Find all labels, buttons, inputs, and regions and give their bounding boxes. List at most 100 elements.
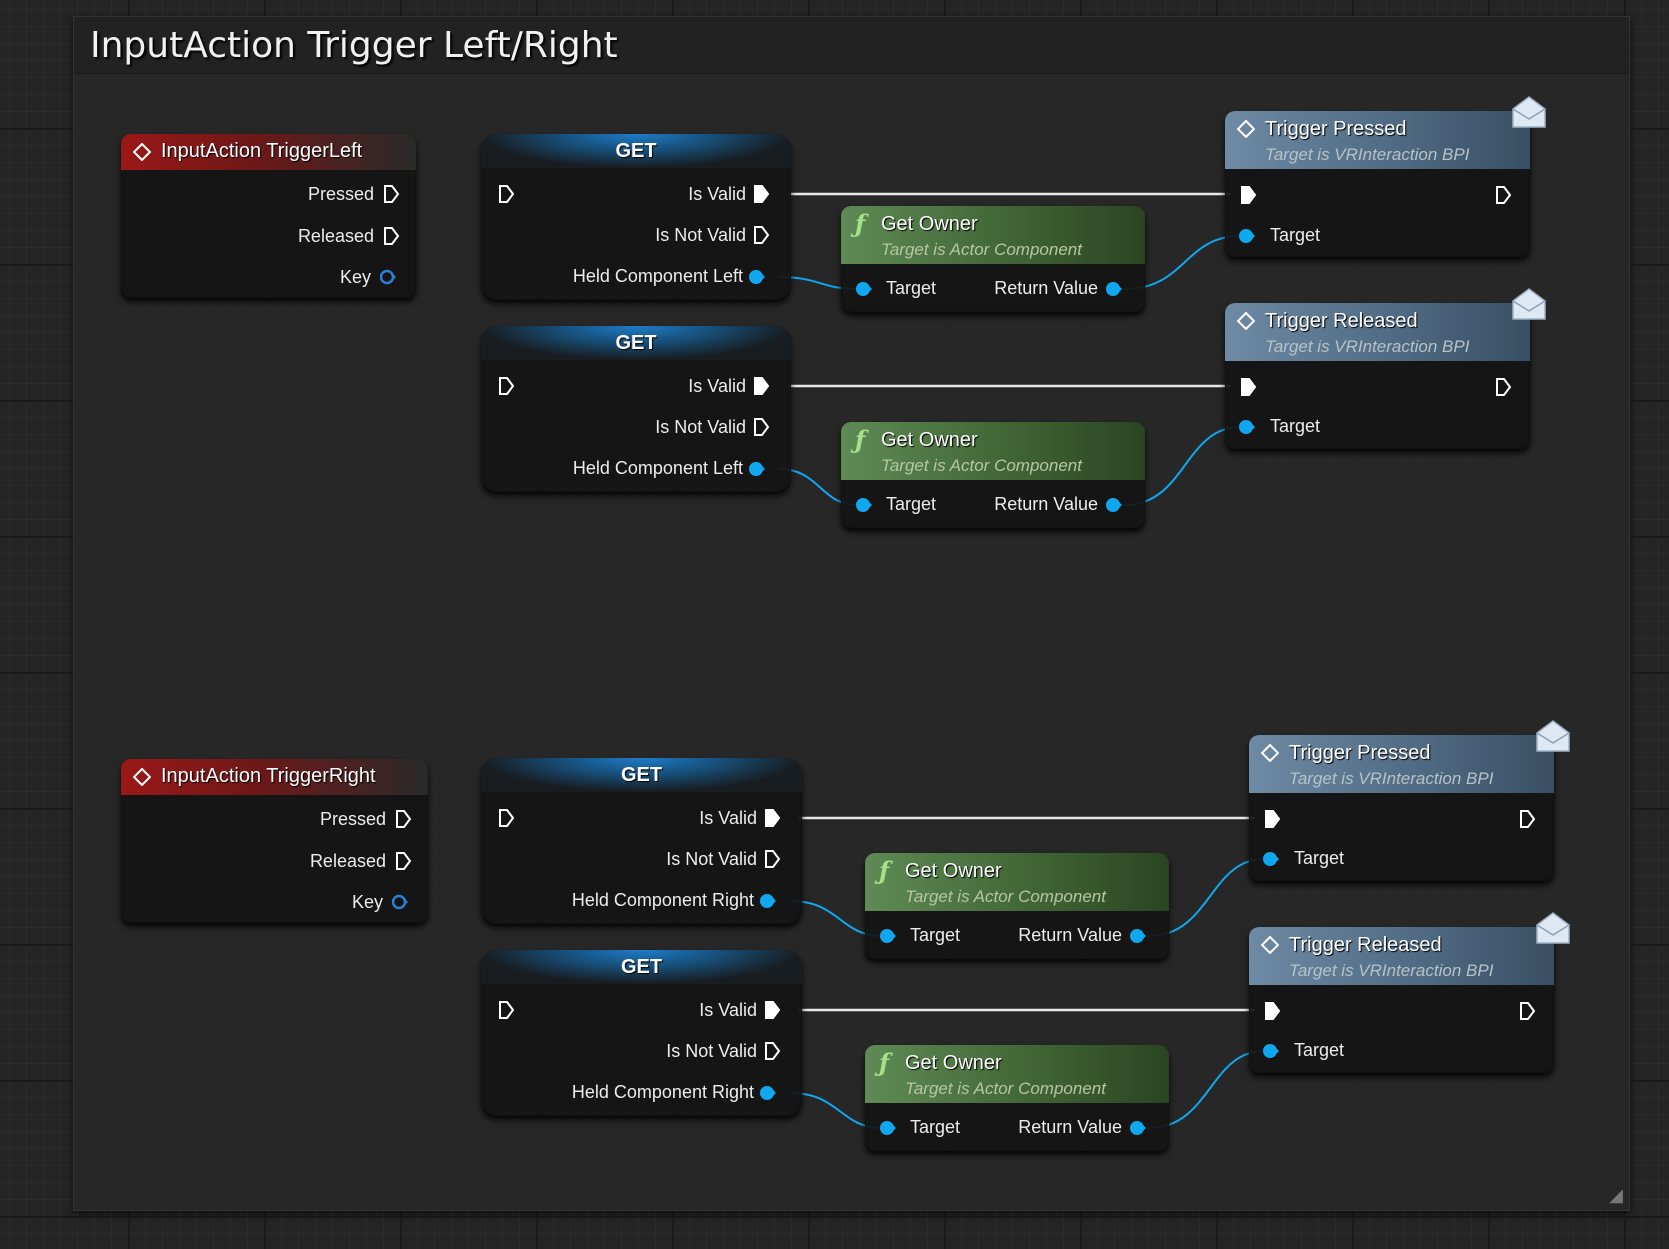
node-title: Trigger Released <box>1289 934 1442 956</box>
exec-out-pin-icon[interactable] <box>1519 809 1536 829</box>
envelope-icon <box>1536 720 1570 752</box>
node-header[interactable]: ƒ Get Owner Target is Actor Component <box>865 1045 1169 1103</box>
node-title: InputAction TriggerRight <box>161 765 376 787</box>
node-header[interactable]: ƒ Get Owner Target is Actor Component <box>865 853 1169 911</box>
node-header[interactable]: ƒ Get Owner Target is Actor Component <box>841 206 1145 264</box>
object-pin-icon[interactable] <box>1106 497 1122 513</box>
pin-label-return-value: Return Value <box>1018 925 1122 945</box>
validated-get-node[interactable]: GET Is Valid Is Not Valid Held Component… <box>481 950 802 1116</box>
object-pin-icon[interactable] <box>880 928 896 944</box>
pin-label-is-valid: Is Valid <box>699 808 757 828</box>
object-pin-icon[interactable] <box>1263 851 1279 867</box>
node-subtitle: Target is Actor Component <box>881 456 1082 475</box>
pin-label-variable: Held Component Right <box>571 890 754 910</box>
exec-in-pin-icon[interactable] <box>1240 377 1257 397</box>
pin-label-target: Target <box>1294 1040 1345 1060</box>
exec-pin-icon[interactable] <box>753 225 770 245</box>
node-header[interactable]: GET <box>481 758 802 792</box>
object-pin-icon[interactable] <box>1263 1043 1279 1059</box>
node-title: Get Owner <box>905 1052 1002 1074</box>
comment-title: InputAction Trigger Left/Right <box>90 25 618 66</box>
get-owner-node[interactable]: ƒ Get Owner Target is Actor Component Ta… <box>865 853 1169 959</box>
exec-pin-icon[interactable] <box>764 1000 781 1020</box>
object-pin-icon[interactable] <box>856 281 872 297</box>
event-diamond-icon <box>1237 120 1255 138</box>
exec-in-pin-icon[interactable] <box>498 184 515 204</box>
exec-pin-icon[interactable] <box>764 849 781 869</box>
node-subtitle: Target is VRInteraction BPI <box>1289 769 1494 788</box>
exec-in-pin-icon[interactable] <box>498 1000 515 1020</box>
get-owner-node[interactable]: ƒ Get Owner Target is Actor Component Ta… <box>865 1045 1169 1151</box>
trigger-released-node[interactable]: Trigger Released Target is VRInteraction… <box>1249 912 1570 1073</box>
exec-out-pin-icon[interactable] <box>1495 185 1512 205</box>
pin-label-is-valid: Is Valid <box>699 1000 757 1020</box>
object-pin-icon[interactable] <box>760 893 776 909</box>
node-header[interactable]: InputAction TriggerLeft <box>121 134 416 170</box>
node-header[interactable]: Trigger Released Target is VRInteraction… <box>1249 912 1570 985</box>
object-pin-icon[interactable] <box>1239 228 1255 244</box>
node-header[interactable]: Trigger Pressed Target is VRInteraction … <box>1225 96 1546 169</box>
node-header[interactable]: GET <box>481 134 791 168</box>
exec-pin-icon[interactable] <box>753 184 770 204</box>
object-pin-icon[interactable] <box>880 1120 896 1136</box>
node-header[interactable]: GET <box>481 950 802 984</box>
node-title: GET <box>615 140 657 162</box>
exec-in-pin-icon[interactable] <box>498 808 515 828</box>
validated-get-node[interactable]: GET Is Valid Is Not Valid Held Component… <box>481 326 791 492</box>
comment-header[interactable]: InputAction Trigger Left/Right <box>74 17 1629 74</box>
node-header[interactable]: Trigger Pressed Target is VRInteraction … <box>1249 720 1570 793</box>
function-icon: ƒ <box>879 1048 890 1077</box>
exec-in-pin-icon[interactable] <box>1264 1001 1281 1021</box>
get-owner-node[interactable]: ƒ Get Owner Target is Actor Component Ta… <box>841 206 1145 312</box>
trigger-pressed-node[interactable]: Trigger Pressed Target is VRInteraction … <box>1249 720 1570 881</box>
node-header[interactable]: Trigger Released Target is VRInteraction… <box>1225 288 1546 361</box>
exec-pin-icon[interactable] <box>753 376 770 396</box>
trigger-pressed-node[interactable]: Trigger Pressed Target is VRInteraction … <box>1225 96 1546 257</box>
resize-handle-icon[interactable]: ◢ <box>1609 1185 1623 1205</box>
exec-pin-icon[interactable] <box>383 226 400 246</box>
node-title: GET <box>620 764 663 786</box>
object-pin-icon[interactable] <box>856 497 872 513</box>
exec-pin-icon[interactable] <box>395 809 412 829</box>
exec-pin-icon[interactable] <box>753 417 770 437</box>
node-subtitle: Target is VRInteraction BPI <box>1265 337 1470 356</box>
node-title: Trigger Pressed <box>1289 742 1431 764</box>
node-header[interactable]: InputAction TriggerRight <box>121 759 428 795</box>
pin-label-is-not-valid: Is Not Valid <box>666 849 757 869</box>
object-pin-icon[interactable] <box>1130 1120 1146 1136</box>
node-title: GET <box>615 332 657 354</box>
exec-out-pin-icon[interactable] <box>1495 377 1512 397</box>
node-subtitle: Target is Actor Component <box>905 1079 1106 1098</box>
validated-get-node[interactable]: GET Is Valid Is Not Valid Held Component… <box>481 134 791 300</box>
function-icon: ƒ <box>855 209 866 238</box>
pin-label-is-valid: Is Valid <box>688 376 746 396</box>
object-pin-icon[interactable] <box>749 269 765 285</box>
trigger-released-node[interactable]: Trigger Released Target is VRInteraction… <box>1225 288 1546 449</box>
object-pin-icon[interactable] <box>1106 281 1122 297</box>
exec-in-pin-icon[interactable] <box>498 376 515 396</box>
pin-label-target: Target <box>1294 848 1345 868</box>
event-node-trigger-left[interactable]: InputAction TriggerLeft Pressed Released… <box>121 134 416 298</box>
validated-get-node[interactable]: GET Is Valid Is Not Valid Held Component… <box>481 758 802 924</box>
pin-label-variable: Held Component Left <box>572 266 743 286</box>
struct-pin-icon[interactable] <box>380 269 396 285</box>
object-pin-icon[interactable] <box>749 461 765 477</box>
node-header[interactable]: ƒ Get Owner Target is Actor Component <box>841 422 1145 480</box>
exec-pin-icon[interactable] <box>383 184 400 204</box>
node-header[interactable]: GET <box>481 326 791 360</box>
pin-label-target: Target <box>886 278 937 298</box>
pin-label-return-value: Return Value <box>994 494 1098 514</box>
exec-pin-icon[interactable] <box>764 808 781 828</box>
exec-in-pin-icon[interactable] <box>1240 185 1257 205</box>
event-node-trigger-right[interactable]: InputAction TriggerRight Pressed Release… <box>121 759 428 923</box>
exec-out-pin-icon[interactable] <box>1519 1001 1536 1021</box>
exec-in-pin-icon[interactable] <box>1264 809 1281 829</box>
object-pin-icon[interactable] <box>760 1085 776 1101</box>
struct-pin-icon[interactable] <box>392 894 408 910</box>
exec-pin-icon[interactable] <box>764 1041 781 1061</box>
event-diamond-icon <box>133 768 151 786</box>
object-pin-icon[interactable] <box>1239 419 1255 435</box>
get-owner-node[interactable]: ƒ Get Owner Target is Actor Component Ta… <box>841 422 1145 528</box>
object-pin-icon[interactable] <box>1130 928 1146 944</box>
exec-pin-icon[interactable] <box>395 851 412 871</box>
